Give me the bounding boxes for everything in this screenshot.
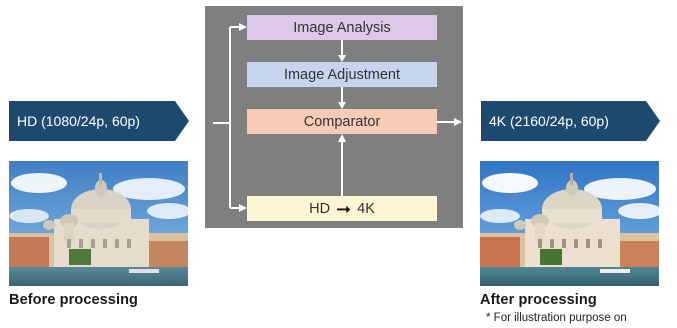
image-adjustment-block: Image Adjustment — [247, 62, 437, 87]
image-analysis-label: Image Analysis — [293, 19, 391, 36]
illustration-note: * For illustration purpose on — [486, 312, 627, 324]
before-photo — [9, 161, 188, 286]
arrow-adjustment-comparator — [338, 102, 346, 109]
arrow-upscale-comparator — [338, 134, 346, 142]
image-adjustment-label: Image Adjustment — [283, 66, 401, 83]
arrow-to-output — [454, 118, 462, 126]
comparator-block: Comparator — [247, 109, 437, 134]
after-photo — [480, 161, 659, 286]
upscale-to-label: 4K — [357, 200, 375, 217]
arrow-to-upscale — [239, 204, 247, 212]
arrow-to-analysis — [239, 23, 247, 31]
upscale-block: HD ➞ 4K — [247, 196, 437, 221]
upscale-from-label: HD — [309, 200, 331, 217]
image-analysis-block: Image Analysis — [247, 15, 437, 40]
output-label: 4K (2160/24p, 60p) — [481, 101, 651, 141]
input-label-text: HD (1080/24p, 60p) — [17, 113, 140, 129]
output-arrow-shape — [481, 101, 660, 141]
input-label: HD (1080/24p, 60p) — [9, 101, 179, 141]
input-arrow-shape — [9, 101, 189, 141]
after-caption: After processing — [480, 292, 597, 308]
output-label-text: 4K (2160/24p, 60p) — [489, 113, 609, 129]
comparator-label: Comparator — [303, 113, 381, 130]
before-caption: Before processing — [9, 292, 139, 308]
right-arrow-icon: ➞ — [336, 198, 352, 219]
arrow-analysis-adjustment — [338, 55, 346, 62]
